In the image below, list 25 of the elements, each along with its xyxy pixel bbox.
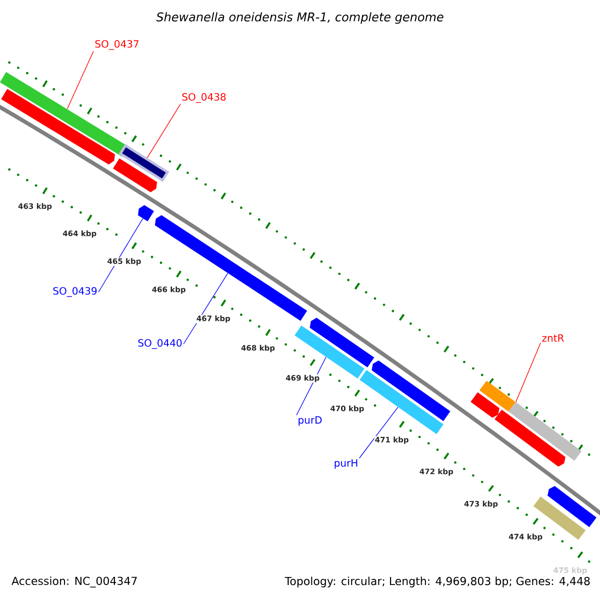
gene-bar: [494, 410, 566, 467]
leader-line: [98, 218, 144, 292]
gene-bar: [372, 360, 450, 422]
gene-bar: [508, 402, 582, 461]
gene-bar: [112, 158, 158, 192]
gene-bar: [138, 205, 154, 222]
accession-text: Accession: NC_004347: [12, 576, 137, 588]
leader-line: [359, 406, 398, 458]
gene-label: SO_0437: [95, 40, 138, 50]
genome-title: Shewanella oneidensis MR-1, complete genome: [156, 12, 444, 24]
gene-bar: [470, 392, 500, 418]
gene-label: SO_0438: [182, 93, 226, 103]
leader-line: [146, 104, 181, 158]
gene-bar: [1, 88, 115, 164]
leader-line: [183, 272, 228, 344]
gene-label: SO_0440: [138, 339, 182, 349]
gene-label: purD: [298, 416, 322, 426]
gene-label: purH: [334, 459, 358, 469]
gene-bar: [548, 486, 596, 528]
leader-line: [66, 50, 94, 110]
gene-bar: [479, 380, 516, 412]
gene-label: SO_0439: [53, 287, 97, 297]
genome-stats-text: Topology: circular; Length: 4,969,803 bp; Genes: 4,448: [284, 576, 590, 588]
gene-label: zntR: [542, 334, 564, 342]
gene-bar: [310, 318, 374, 368]
